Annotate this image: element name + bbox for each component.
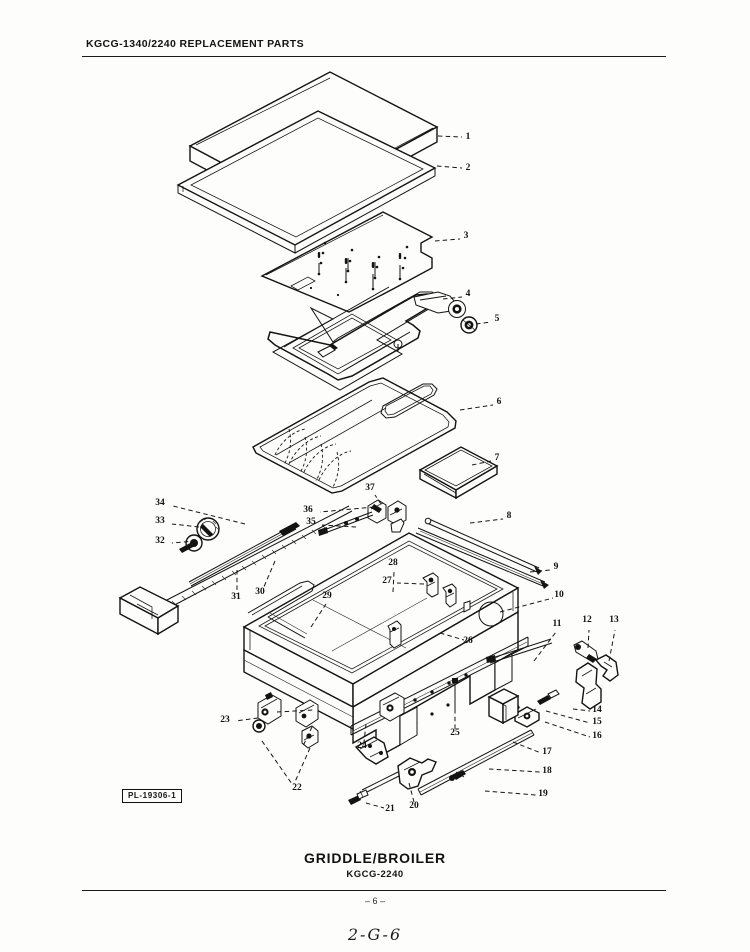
footer-title: GRIDDLE/BROILER — [304, 850, 446, 866]
part-8-bracket-right — [295, 699, 319, 728]
part-21-screw — [348, 789, 369, 805]
part-31-long-rod — [118, 505, 353, 636]
callout-number: 13 — [609, 615, 619, 625]
page-number: – 6 – — [364, 896, 386, 906]
callout-number: 25 — [450, 728, 460, 738]
callout-number: 21 — [385, 804, 395, 814]
callout-number: 6 — [497, 397, 502, 407]
callout-number: 27 — [382, 576, 392, 586]
callout-number: 5 — [495, 314, 500, 324]
callout-number: 4 — [466, 289, 471, 299]
callout-number: 7 — [495, 453, 500, 463]
footer-rule — [82, 890, 666, 892]
part-30-igniter-rod — [188, 522, 300, 587]
callout-number: 12 — [582, 615, 592, 625]
callout-number: 37 — [365, 483, 375, 493]
callout-number: 26 — [463, 636, 473, 646]
part-18-long-rod — [417, 729, 535, 796]
part-19-fitting — [449, 770, 466, 781]
part-35-linkage-rod — [318, 511, 374, 536]
callout-number: 22 — [292, 783, 302, 793]
part-24-manifold-rail — [350, 636, 529, 765]
callout-number: 14 — [592, 705, 602, 715]
part-12-lever-arm — [573, 640, 599, 663]
part-26-mount-bracket — [387, 600, 471, 649]
callout-number: 32 — [155, 536, 165, 546]
part-27-burner-clip — [422, 572, 439, 598]
part-28-burner-clip — [442, 583, 457, 608]
part-29-burner-tube-inner — [247, 580, 315, 639]
part-20-gas-valve — [361, 757, 437, 795]
part-33-control-knob — [196, 517, 220, 541]
part-14-screw — [537, 689, 560, 705]
part-8-supply-tube — [424, 517, 542, 575]
page-header: KGCG-1340/2240 REPLACEMENT PARTS — [86, 38, 304, 50]
part-37-valve-bracket — [367, 499, 387, 524]
callout-number: 19 — [538, 789, 548, 799]
part-25-bracket-post — [452, 678, 458, 709]
part-23-mount-bracket — [257, 692, 282, 725]
callout-number: 20 — [409, 801, 419, 811]
part-9-supply-tube — [415, 527, 549, 589]
callout-number: 24 — [357, 741, 367, 751]
callout-number: 35 — [306, 517, 316, 527]
callout-number: 11 — [553, 619, 562, 629]
drawing-number-box: PL-19306-1 — [122, 789, 183, 803]
leader-lines — [171, 135, 616, 809]
footer-model: KGCG-2240 — [346, 869, 404, 880]
callout-number: 1 — [466, 132, 471, 142]
part-32-knob-bezel — [179, 534, 203, 553]
part-2-rim-frame — [176, 110, 437, 254]
part-7-grease-tray — [418, 446, 499, 500]
part-3-burner-base-plate — [260, 211, 434, 313]
part-22-screw-set — [252, 719, 319, 749]
part-10-main-chassis — [242, 532, 520, 760]
callout-number: 15 — [592, 717, 602, 727]
part-36-valve-body — [387, 500, 407, 533]
callout-number: 33 — [155, 516, 165, 526]
callout-number: 16 — [592, 731, 602, 741]
part-17-air-shutter — [487, 688, 520, 725]
callout-number: 28 — [388, 558, 398, 568]
callout-number: 30 — [255, 587, 265, 597]
callout-number: 2 — [466, 163, 471, 173]
part-13-latch-hook — [575, 654, 619, 710]
callout-number: 36 — [303, 505, 313, 515]
part-6-griddle-grate — [252, 377, 457, 494]
callout-number: 9 — [554, 562, 559, 572]
part-15-clamp — [514, 706, 540, 728]
part-4-burner-tube — [267, 286, 466, 391]
callout-number: 8 — [507, 511, 512, 521]
part-5-orifice-nut — [460, 316, 478, 334]
callout-number: 18 — [542, 766, 552, 776]
handwritten-note: 2-G-6 — [347, 925, 403, 944]
callout-number: 34 — [155, 498, 165, 508]
callout-number: 23 — [220, 715, 230, 725]
callout-number: 10 — [554, 590, 564, 600]
callout-number: 3 — [464, 231, 469, 241]
header-rule — [82, 56, 666, 58]
part-11-link-rod — [486, 638, 553, 664]
callout-number: 17 — [542, 747, 552, 757]
callout-number: 29 — [322, 591, 332, 601]
callout-number: 31 — [231, 592, 241, 602]
